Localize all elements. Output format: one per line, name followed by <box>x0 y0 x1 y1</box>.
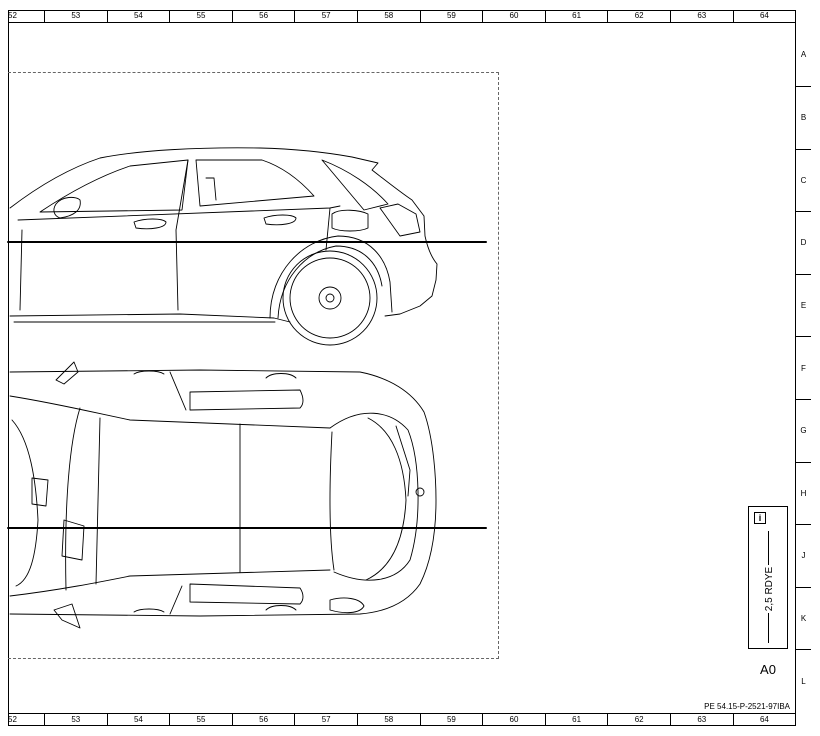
column-label-59: 59 <box>421 714 484 726</box>
row-label-B: B <box>796 87 811 150</box>
detail-boundary <box>8 72 499 659</box>
column-label-52: 52 <box>0 714 45 726</box>
column-label-55: 55 <box>170 714 233 726</box>
row-label-D: D <box>796 212 811 275</box>
column-label-60: 60 <box>483 10 546 22</box>
column-label-55: 55 <box>170 10 233 22</box>
column-label-57: 57 <box>295 10 358 22</box>
column-label-62: 62 <box>608 10 671 22</box>
row-label-F: F <box>796 337 811 400</box>
info-icon[interactable]: i <box>754 512 766 524</box>
column-label-64: 64 <box>734 714 797 726</box>
row-label-J: J <box>796 525 811 588</box>
vehicle-side-view <box>9 147 438 346</box>
vehicle-top-view <box>9 361 437 629</box>
row-label-G: G <box>796 400 811 463</box>
column-label-61: 61 <box>546 714 609 726</box>
column-label-59: 59 <box>421 10 484 22</box>
column-label-63: 63 <box>671 10 734 22</box>
column-label-61: 61 <box>546 10 609 22</box>
column-label-64: 64 <box>734 10 797 22</box>
column-label-58: 58 <box>358 714 421 726</box>
wire-legend: i 2,5 RDYE <box>748 506 788 649</box>
column-label-54: 54 <box>108 714 171 726</box>
column-label-53: 53 <box>45 10 108 22</box>
column-label-54: 54 <box>108 10 171 22</box>
row-label-A: A <box>796 23 811 87</box>
row-label-K: K <box>796 588 811 651</box>
column-label-53: 53 <box>45 714 108 726</box>
document-id: PE 54.15-P-2521-97IBA <box>704 702 790 711</box>
column-label-62: 62 <box>608 714 671 726</box>
column-label-58: 58 <box>358 10 421 22</box>
column-label-60: 60 <box>483 714 546 726</box>
column-label-63: 63 <box>671 714 734 726</box>
column-label-56: 56 <box>233 10 296 22</box>
row-label-C: C <box>796 150 811 213</box>
column-label-57: 57 <box>295 714 358 726</box>
wire-label: 2,5 RDYE <box>759 564 779 614</box>
row-label-H: H <box>796 463 811 526</box>
column-label-56: 56 <box>233 714 296 726</box>
row-label-L: L <box>801 677 806 687</box>
row-label-E: E <box>796 275 811 338</box>
column-label-52: 52 <box>0 10 45 22</box>
legend-code: A0 <box>760 662 776 677</box>
